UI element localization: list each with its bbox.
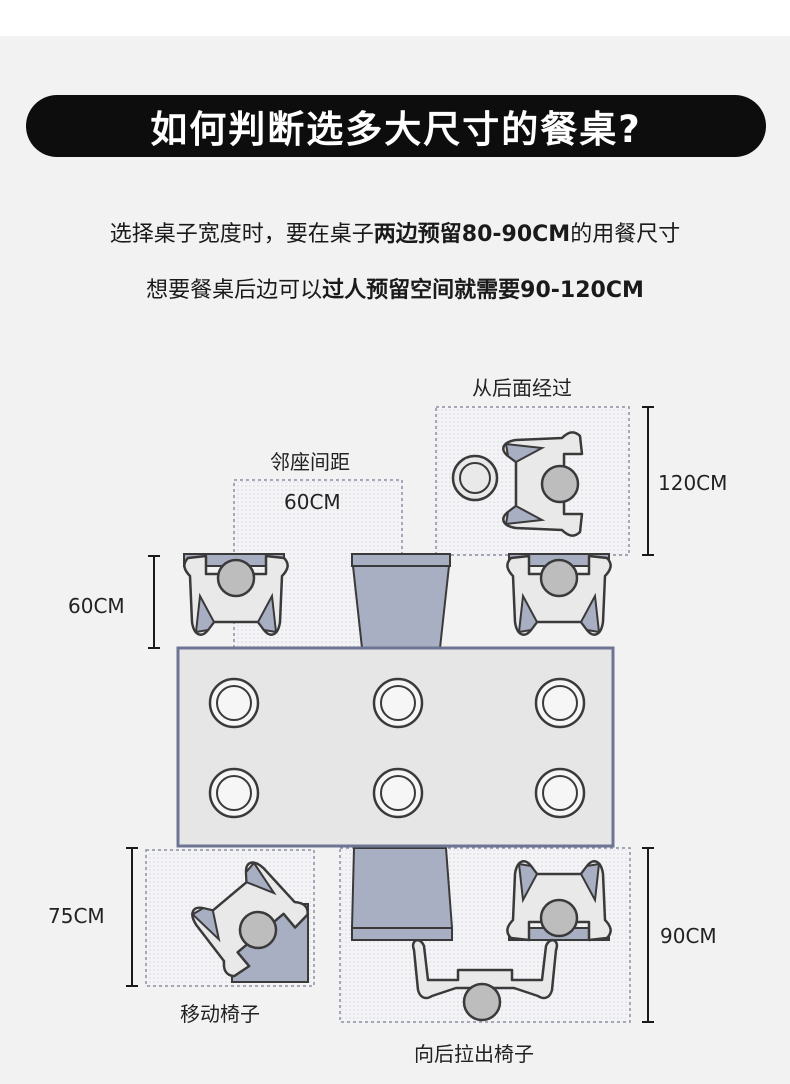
seated-person-top-right [506,553,612,636]
seated-person-top-left [183,553,289,636]
plate [534,767,586,819]
walking-person [451,431,584,537]
title-banner: 如何判断选多大尺寸的餐桌? [26,95,766,157]
label-pull-value: 90CM [660,924,717,948]
line2-emphasis-c: 90-120CM [520,278,644,303]
page-title: 如何判断选多大尺寸的餐桌? [150,108,642,151]
pulled-out-chair [411,938,559,1022]
line2-emphasis-b: 过人预留空间就需要 [322,278,521,303]
plate [208,767,260,819]
label-move-chair: 移动椅子 [180,1002,260,1026]
seated-person-bottom-right [506,860,612,942]
label-seat-depth: 60CM [68,594,125,618]
top-strip [0,0,790,36]
label-pass-behind: 从后面经过 [472,376,572,400]
line1-text-d: 的用餐尺寸 [570,222,681,247]
label-move-value: 75CM [48,904,105,928]
empty-chair-bottom [350,847,454,941]
plate [534,677,586,729]
plate [208,677,260,729]
label-pull-chair: 向后拉出椅子 [414,1042,534,1066]
description-line-1: 选择桌子宽度时，要在桌子两边预留80-90CM的用餐尺寸 [0,216,790,248]
label-neighbor-value: 60CM [284,490,341,514]
empty-chair-top [351,553,451,649]
label-pass-value: 120CM [658,471,728,495]
line1-emphasis-c: 80-90CM [461,222,571,247]
plate [372,767,424,819]
label-neighbor-spacing: 邻座间距 [270,450,350,474]
description-line-2: 想要餐桌后边可以过人预留空间就需要90-120CM [0,272,790,304]
dimension-lines [126,406,654,1023]
plate [372,677,424,729]
line1-text-a: 选择桌子宽度时，要在桌子 [109,222,374,247]
moved-chair [191,861,309,983]
line1-emphasis-b: 两边预留 [373,222,462,247]
line2-text-a: 想要餐桌后边可以 [146,278,323,303]
